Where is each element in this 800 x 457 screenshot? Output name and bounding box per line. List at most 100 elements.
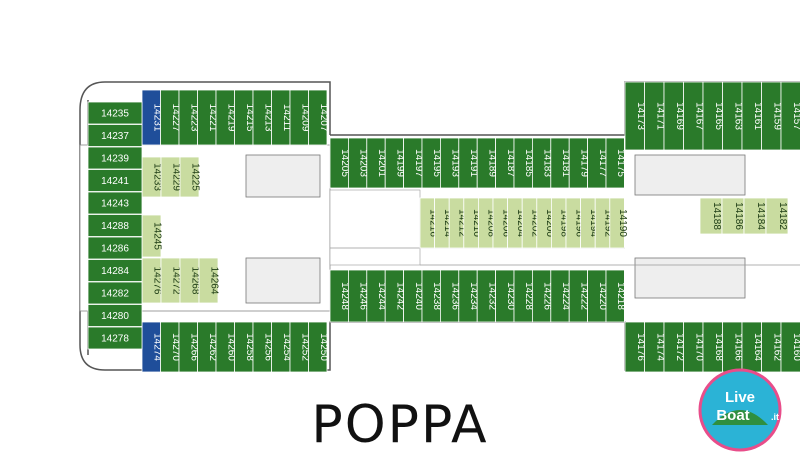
cabin-14167[interactable]: 14167 — [683, 81, 705, 151]
cabin-14162[interactable]: 14162 — [761, 321, 783, 373]
cabin-14194[interactable]: 14194 — [580, 197, 599, 249]
cabin-14174[interactable]: 14174 — [644, 321, 666, 373]
cabin-14241[interactable]: 14241 — [87, 169, 143, 192]
cabin-14169[interactable]: 14169 — [663, 81, 685, 151]
cabin-14221[interactable]: 14221 — [197, 89, 218, 146]
cabin-14234[interactable]: 14234 — [458, 269, 479, 323]
cabin-14233[interactable]: 14233 — [141, 156, 163, 198]
cabin-14229[interactable]: 14229 — [160, 156, 182, 198]
cabin-14238[interactable]: 14238 — [421, 269, 442, 323]
cabin-14166[interactable]: 14166 — [722, 321, 744, 373]
cabin-14235[interactable]: 14235 — [87, 101, 143, 125]
cabin-14203[interactable]: 14203 — [347, 137, 369, 189]
cabin-14237[interactable]: 14237 — [87, 124, 143, 147]
cabin-14175[interactable]: 14175 — [605, 137, 626, 189]
cabin-14201[interactable]: 14201 — [366, 137, 387, 189]
cabin-14242[interactable]: 14242 — [384, 269, 405, 323]
cabin-14199[interactable]: 14199 — [384, 137, 405, 189]
cabin-14187[interactable]: 14187 — [495, 137, 516, 189]
cabin-14209[interactable]: 14209 — [289, 89, 310, 146]
cabin-14215[interactable]: 14215 — [234, 89, 255, 146]
cabin-14227[interactable]: 14227 — [160, 89, 181, 146]
cabin-14232[interactable]: 14232 — [476, 269, 497, 323]
cabin-14236[interactable]: 14236 — [439, 269, 461, 323]
cabin-14188[interactable]: 14188 — [699, 197, 723, 235]
cabin-14280[interactable]: 14280 — [87, 304, 143, 327]
cabin-14176[interactable]: 14176 — [624, 321, 646, 373]
cabin-14243[interactable]: 14243 — [87, 191, 143, 215]
cabin-14191[interactable]: 14191 — [458, 137, 479, 189]
cabin-14264[interactable]: 14264 — [198, 257, 220, 304]
cabin-14160[interactable]: 14160 — [780, 321, 800, 373]
cabin-14230[interactable]: 14230 — [495, 269, 516, 323]
cabin-14228[interactable]: 14228 — [513, 269, 534, 323]
cabin-14161[interactable]: 14161 — [741, 81, 763, 151]
cabin-14197[interactable]: 14197 — [403, 137, 424, 189]
cabin-14224[interactable]: 14224 — [550, 269, 571, 323]
cabin-14213[interactable]: 14213 — [252, 89, 273, 146]
cabin-14173[interactable]: 14173 — [624, 81, 646, 151]
cabin-14179[interactable]: 14179 — [568, 137, 589, 189]
cabin-14190[interactable]: 14190 — [609, 197, 628, 249]
cabin-14266[interactable]: 14266 — [178, 321, 199, 373]
cabin-14284[interactable]: 14284 — [87, 259, 143, 282]
cabin-14220[interactable]: 14220 — [587, 269, 608, 323]
cabin-14202[interactable]: 14202 — [521, 197, 541, 249]
cabin-14205[interactable]: 14205 — [329, 137, 350, 189]
cabin-14258[interactable]: 14258 — [234, 321, 255, 373]
cabin-14240[interactable]: 14240 — [403, 269, 424, 323]
cabin-14170[interactable]: 14170 — [683, 321, 705, 373]
cabin-14225[interactable]: 14225 — [179, 156, 201, 198]
cabin-number: 14169 — [674, 102, 685, 130]
cabin-14246[interactable]: 14246 — [347, 269, 369, 323]
cabin-14254[interactable]: 14254 — [271, 321, 292, 373]
cabin-14168[interactable]: 14168 — [702, 321, 724, 373]
cabin-14252[interactable]: 14252 — [289, 321, 310, 373]
cabin-14256[interactable]: 14256 — [252, 321, 273, 373]
cabin-14172[interactable]: 14172 — [663, 321, 685, 373]
cabin-14211[interactable]: 14211 — [271, 89, 292, 146]
cabin-14182[interactable]: 14182 — [765, 197, 789, 235]
cabin-14157[interactable]: 14157 — [780, 81, 800, 151]
cabin-14196[interactable]: 14196 — [565, 197, 584, 249]
cabin-14278[interactable]: 14278 — [87, 326, 143, 350]
cabin-14219[interactable]: 14219 — [215, 89, 236, 146]
cabin-14164[interactable]: 14164 — [741, 321, 763, 373]
cabin-14286[interactable]: 14286 — [87, 236, 143, 260]
cabin-14274[interactable]: 14274 — [141, 321, 162, 373]
cabin-14195[interactable]: 14195 — [421, 137, 442, 189]
cabin-14159[interactable]: 14159 — [761, 81, 783, 151]
cabin-14245[interactable]: 14245 — [141, 214, 163, 258]
cabin-14288[interactable]: 14288 — [87, 214, 143, 237]
cabin-14226[interactable]: 14226 — [532, 269, 553, 323]
cabin-14244[interactable]: 14244 — [366, 269, 387, 323]
cabin-14262[interactable]: 14262 — [197, 321, 218, 373]
cabin-14250[interactable]: 14250 — [308, 321, 329, 373]
cabin-14248[interactable]: 14248 — [329, 269, 350, 323]
cabin-14165[interactable]: 14165 — [702, 81, 724, 151]
cabin-14270[interactable]: 14270 — [160, 321, 181, 373]
cabin-14207[interactable]: 14207 — [308, 89, 329, 146]
cabin-14222[interactable]: 14222 — [568, 269, 589, 323]
cabin-14181[interactable]: 14181 — [550, 137, 571, 189]
cabin-14163[interactable]: 14163 — [722, 81, 744, 151]
cabin-14223[interactable]: 14223 — [178, 89, 199, 146]
cabin-14189[interactable]: 14189 — [476, 137, 497, 189]
cabin-14171[interactable]: 14171 — [644, 81, 666, 151]
cabin-14212[interactable]: 14212 — [448, 197, 468, 249]
cabin-14210[interactable]: 14210 — [463, 197, 482, 249]
cabin-14218[interactable]: 14218 — [605, 269, 626, 323]
cabin-14260[interactable]: 14260 — [215, 321, 236, 373]
cabin-14193[interactable]: 14193 — [439, 137, 461, 189]
cabin-14177[interactable]: 14177 — [587, 137, 608, 189]
cabin-14184[interactable]: 14184 — [743, 197, 767, 235]
cabin-14276[interactable]: 14276 — [141, 257, 163, 304]
cabin-14239[interactable]: 14239 — [87, 146, 143, 170]
cabin-14282[interactable]: 14282 — [87, 281, 143, 305]
cabin-14231[interactable]: 14231 — [141, 89, 162, 146]
cabin-14268[interactable]: 14268 — [179, 257, 201, 304]
cabin-14183[interactable]: 14183 — [532, 137, 553, 189]
cabin-14272[interactable]: 14272 — [160, 257, 182, 304]
cabin-14185[interactable]: 14185 — [513, 137, 534, 189]
cabin-14186[interactable]: 14186 — [721, 197, 745, 235]
